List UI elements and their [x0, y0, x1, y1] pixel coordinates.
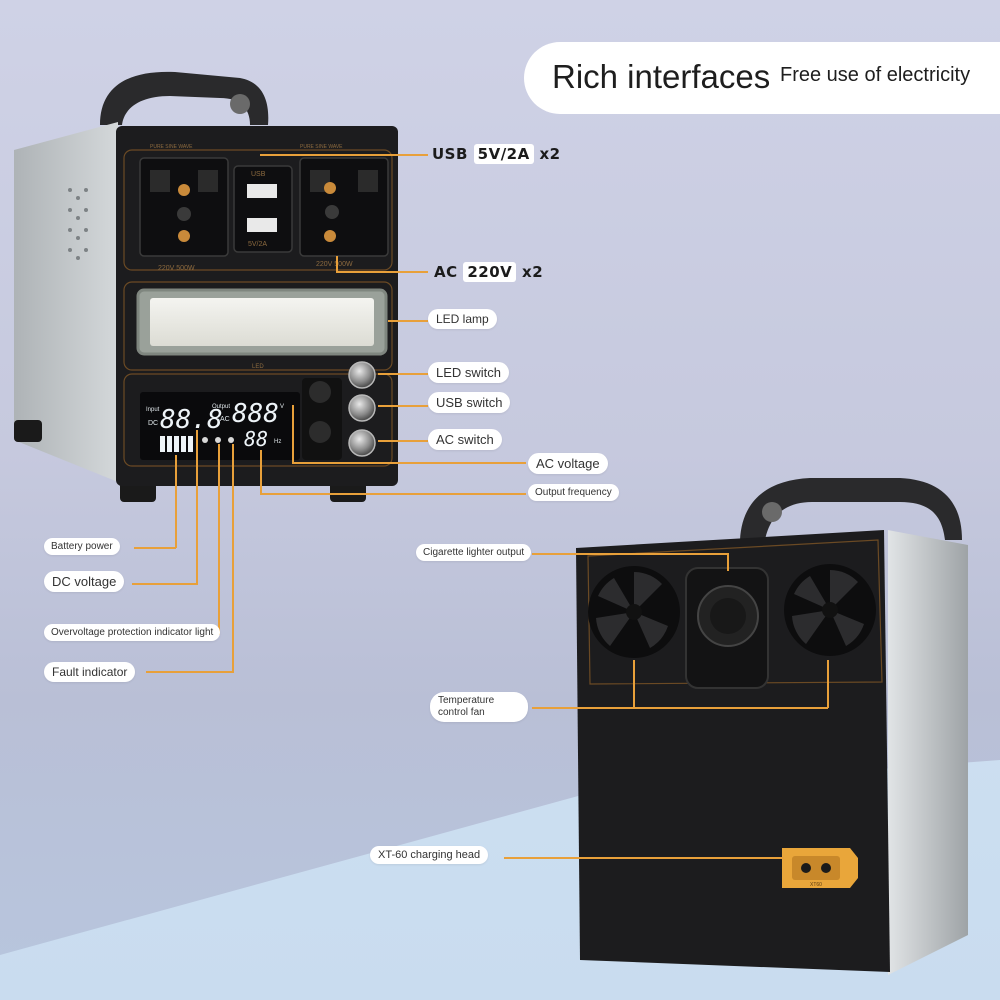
leader-usb-switch: [378, 405, 428, 407]
leader-fault-h: [146, 671, 234, 673]
vent-dots: [68, 188, 88, 260]
control-frame: [123, 373, 393, 467]
lcd-output-label: Output: [212, 404, 230, 410]
label-battery-power: Battery power: [44, 538, 120, 555]
label-usb: USB 5V/2A x2: [432, 144, 561, 164]
lcd-hz-label: Hz: [274, 439, 281, 445]
fan-left: [588, 566, 680, 658]
leader-fault-v: [232, 444, 234, 672]
label-usb-switch: USB switch: [428, 392, 511, 413]
back-frame: [587, 539, 883, 685]
page-title: Rich interfaces: [552, 58, 771, 95]
front-foot-side: [14, 420, 42, 442]
leader-usb: [260, 154, 428, 156]
label-dc-voltage: DC voltage: [44, 571, 125, 592]
label-ac-voltage: AC voltage: [528, 453, 608, 474]
svg-text:USB: USB: [251, 171, 266, 178]
leader-ov-v: [218, 444, 220, 634]
label-cigarette-lighter: Cigarette lighter output: [416, 544, 532, 561]
leader-xt60: [504, 857, 784, 859]
indicator-dot-3: [228, 437, 234, 443]
svg-text:XT60: XT60: [810, 882, 822, 888]
lcd-display: [140, 392, 300, 460]
ac-socket-left: [139, 157, 229, 257]
leader-freq-h: [260, 493, 526, 495]
fan-right: [784, 564, 876, 656]
ac-switch-knob[interactable]: [348, 429, 376, 457]
svg-text:5V/2A: 5V/2A: [248, 241, 267, 248]
label-ac-switch: AC switch: [428, 429, 502, 450]
leader-ac-drop: [336, 256, 338, 272]
led-lamp-frame: [123, 281, 393, 371]
leader-led-lamp: [388, 320, 428, 322]
front-side-panel: [14, 122, 118, 482]
leader-dc-v: [196, 430, 198, 584]
label-led-lamp: LED lamp: [428, 309, 497, 329]
socket-rating-left: 220V 500W: [158, 265, 195, 272]
handle-rivet: [230, 94, 250, 114]
lcd-hz-digits: 88: [244, 427, 268, 451]
label-fault-indicator: Fault indicator: [44, 662, 136, 682]
leader-fan-left-v: [633, 660, 635, 708]
front-handle: [100, 71, 269, 125]
leader-fan-h: [532, 707, 828, 709]
leader-cigarette-h: [532, 553, 728, 555]
leader-led-switch: [378, 373, 428, 375]
leader-ac-switch: [378, 440, 428, 442]
label-output-frequency: Output frequency: [528, 484, 619, 501]
back-unit: XT60: [576, 478, 968, 975]
battery-bars: [160, 436, 193, 452]
dc-sockets: [302, 378, 342, 460]
socket-frame: [123, 149, 393, 271]
front-unit: PURE SINE WAVE PURE SINE WAVE USB 5V/2A …: [14, 71, 398, 502]
leader-cigarette-v: [727, 553, 729, 571]
usb-switch-knob[interactable]: [348, 394, 376, 422]
indicator-dot-1: [202, 437, 208, 443]
leader-freq-v: [260, 450, 262, 494]
leader-battery-v: [175, 455, 177, 548]
indicator-dot-2: [215, 437, 221, 443]
socket-top-left-text: PURE SINE WAVE: [150, 144, 193, 150]
lcd-ac-digits: 888: [232, 399, 279, 429]
label-overvoltage: Overvoltage protection indicator light: [44, 624, 221, 641]
leader-fan-right-v: [827, 660, 829, 708]
lcd-ac-label: AC: [220, 416, 230, 423]
socket-rating-right: 220V 500W: [316, 261, 353, 268]
usb-ports: USB 5V/2A: [233, 165, 293, 253]
ac-socket-right: [299, 157, 389, 257]
leader-ac: [336, 271, 428, 273]
label-led-switch: LED switch: [428, 362, 510, 383]
back-handle: [740, 478, 962, 540]
led-switch-knob[interactable]: [348, 361, 376, 389]
lcd-dc-label: DC: [148, 420, 158, 427]
back-handle-rivet: [762, 502, 782, 522]
label-ac: AC 220V x2: [434, 262, 544, 282]
xt60-port: XT60: [782, 848, 858, 888]
socket-top-right-text: PURE SINE WAVE: [300, 144, 343, 150]
label-xt60: XT-60 charging head: [370, 846, 489, 864]
lcd-v-unit: V: [280, 404, 284, 410]
leader-ac-voltage-h: [292, 462, 526, 464]
lcd-dc-digits: 88.8: [160, 405, 223, 435]
header-pill: [524, 42, 1000, 114]
cigarette-lighter-socket: [685, 567, 769, 689]
leader-dc-h: [132, 583, 198, 585]
leader-battery-h: [134, 547, 176, 549]
leader-ac-voltage-v: [292, 405, 294, 463]
back-side-panel: [888, 530, 968, 975]
led-caption: LED: [252, 364, 264, 370]
page-subtitle: Free use of electricity: [780, 64, 971, 86]
lcd-input-label: Input: [146, 407, 160, 413]
